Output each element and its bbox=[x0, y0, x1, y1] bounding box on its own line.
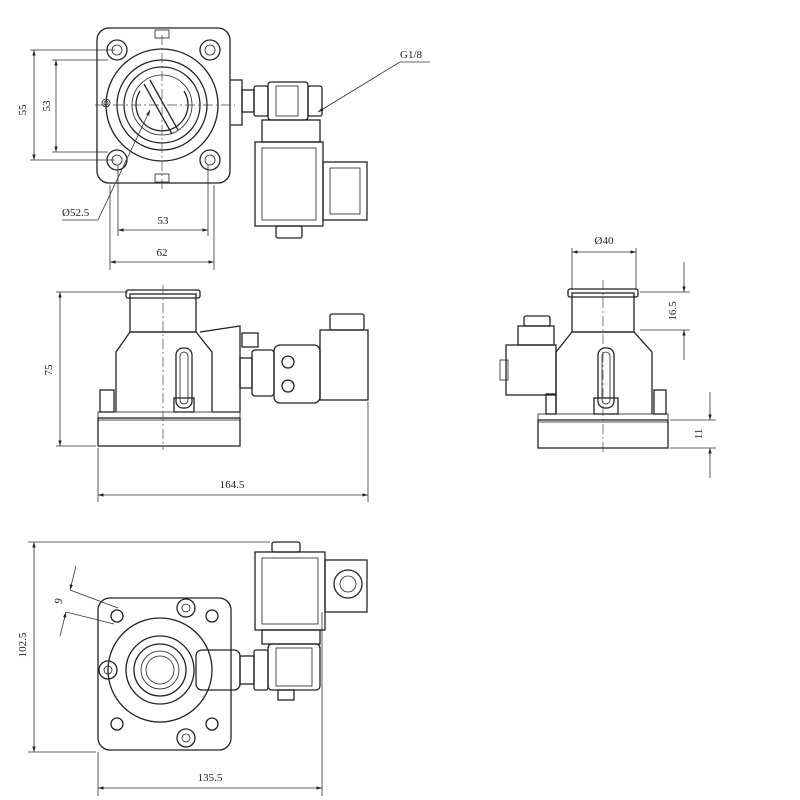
dim-base-thickness: 11 bbox=[693, 429, 705, 440]
dim-diameter-body: Ø52.5 bbox=[62, 207, 90, 219]
dim-top-height-inner: 53 bbox=[41, 100, 53, 112]
top-view bbox=[95, 27, 368, 239]
dim-bottom-width: 135.5 bbox=[198, 772, 223, 784]
dim-neck-height: 16.5 bbox=[667, 301, 679, 321]
bottom-view-dimensions: 102.5 135.5 9 bbox=[17, 541, 323, 796]
bottom-view bbox=[97, 541, 368, 751]
dim-bottom-height: 102.5 bbox=[17, 632, 29, 657]
bottom-bolt-holes bbox=[98, 598, 219, 748]
dim-top-height-outer: 55 bbox=[17, 104, 29, 116]
side-view-dimensions: Ø40 16.5 11 bbox=[571, 235, 716, 478]
top-view-dimensions: 55 53 53 62 Ø52.5 G1/8 bbox=[17, 49, 430, 270]
dim-top-width-outer: 62 bbox=[157, 247, 168, 259]
dim-hole-size: 9 bbox=[53, 597, 66, 606]
side-view bbox=[499, 280, 669, 455]
bolt-holes bbox=[106, 39, 221, 171]
dim-top-width-inner: 53 bbox=[158, 215, 170, 227]
front-view-dimensions: 75 164.5 bbox=[43, 291, 369, 502]
dim-thread: G1/8 bbox=[400, 49, 423, 61]
dim-height-total: 75 bbox=[43, 364, 55, 376]
dim-length-total: 164.5 bbox=[220, 479, 245, 491]
dim-diameter-top: Ø40 bbox=[595, 235, 614, 247]
front-view bbox=[97, 285, 369, 450]
